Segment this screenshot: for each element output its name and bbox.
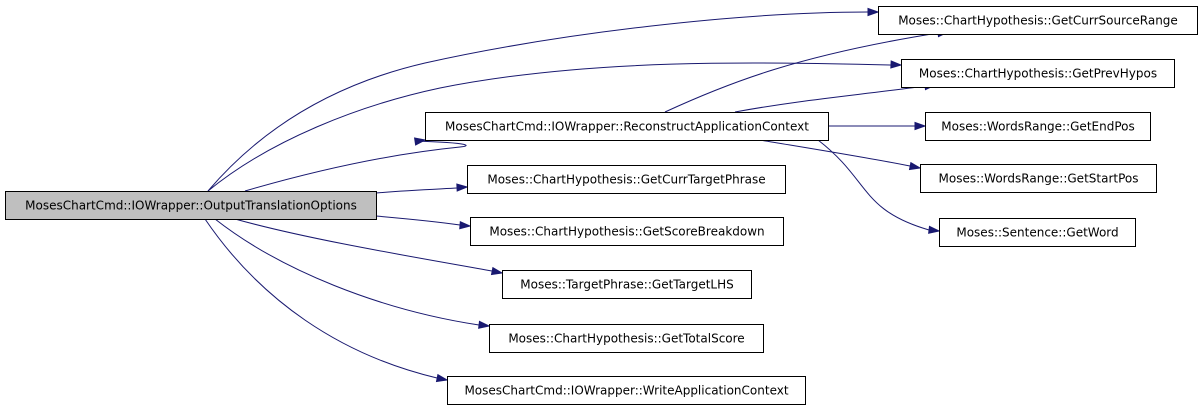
edge-line: [375, 215, 461, 226]
arrowhead-icon: [490, 266, 504, 276]
node-box[interactable]: [878, 6, 1198, 35]
edge-reconstruct-to-getWord: [817, 139, 941, 234]
edge-line: [207, 11, 869, 192]
node-box[interactable]: [489, 324, 764, 353]
node-label: Moses::ChartHypothesis::GetPrevHypos: [919, 67, 1157, 81]
edge-line: [207, 62, 892, 192]
edge-root-to-prevHypos: [207, 60, 903, 192]
node-box[interactable]: [5, 191, 377, 220]
edge-root-to-currSourceRange: [207, 7, 880, 192]
edge-root-to-targetLHS: [234, 218, 504, 276]
node-label: MosesChartCmd::IOWrapper::OutputTranslat…: [25, 199, 357, 213]
node-box[interactable]: [925, 112, 1151, 141]
node-getWord[interactable]: Moses::Sentence::GetWord: [939, 218, 1136, 247]
arrowhead-icon: [459, 220, 472, 230]
node-totalScore[interactable]: Moses::ChartHypothesis::GetTotalScore: [489, 324, 764, 353]
edge-line: [214, 218, 480, 326]
arrowhead-icon: [413, 137, 427, 146]
arrowhead-icon: [478, 320, 491, 329]
edge-root-to-totalScore: [214, 218, 491, 329]
edge-line: [244, 140, 467, 192]
node-box[interactable]: [467, 165, 786, 194]
arrowhead-icon: [908, 161, 922, 171]
node-label: MosesChartCmd::IOWrapper::WriteApplicati…: [464, 384, 788, 398]
node-box[interactable]: [502, 270, 752, 299]
node-endPos[interactable]: Moses::WordsRange::GetEndPos: [925, 112, 1151, 141]
edge-root-to-reconstruct: [244, 137, 467, 192]
node-startPos[interactable]: Moses::WordsRange::GetStartPos: [920, 164, 1157, 193]
node-label: Moses::ChartHypothesis::GetCurrTargetPhr…: [487, 173, 765, 187]
node-root[interactable]: MosesChartCmd::IOWrapper::OutputTranslat…: [5, 191, 377, 220]
edge-line: [204, 218, 438, 379]
node-label: Moses::ChartHypothesis::GetTotalScore: [508, 332, 744, 346]
node-box[interactable]: [901, 59, 1175, 88]
edge-line: [817, 139, 930, 231]
call-nodes: MosesChartCmd::IOWrapper::OutputTranslat…: [5, 6, 1198, 405]
edge-root-to-currTargetPhrase: [375, 183, 469, 194]
arrowhead-icon: [867, 7, 880, 17]
arrowhead-icon: [914, 121, 927, 131]
node-targetLHS[interactable]: Moses::TargetPhrase::GetTargetLHS: [502, 270, 752, 299]
node-prevHypos[interactable]: Moses::ChartHypothesis::GetPrevHypos: [901, 59, 1175, 88]
node-label: MosesChartCmd::IOWrapper::ReconstructApp…: [445, 120, 809, 134]
node-label: Moses::WordsRange::GetEndPos: [941, 120, 1134, 134]
edge-line: [734, 85, 926, 113]
edge-line: [664, 32, 939, 113]
edge-line: [375, 187, 458, 194]
edge-root-to-writeAppContext: [204, 218, 449, 383]
node-label: Moses::Sentence::GetWord: [956, 226, 1118, 240]
node-box[interactable]: [470, 217, 784, 246]
arrowhead-icon: [435, 373, 449, 383]
edge-reconstruct-to-endPos: [828, 121, 927, 131]
node-scoreBreakdown[interactable]: Moses::ChartHypothesis::GetScoreBreakdow…: [470, 217, 784, 246]
node-box[interactable]: [425, 112, 829, 141]
node-label: Moses::ChartHypothesis::GetScoreBreakdow…: [489, 225, 764, 239]
edge-line: [234, 218, 493, 272]
node-reconstruct[interactable]: MosesChartCmd::IOWrapper::ReconstructApp…: [425, 112, 829, 141]
node-box[interactable]: [939, 218, 1136, 247]
arrowhead-icon: [456, 183, 469, 192]
arrowhead-icon: [928, 225, 941, 234]
arrowhead-icon: [890, 60, 903, 69]
node-box[interactable]: [920, 164, 1157, 193]
node-currTargetPhrase[interactable]: Moses::ChartHypothesis::GetCurrTargetPhr…: [467, 165, 786, 194]
node-label: Moses::WordsRange::GetStartPos: [939, 172, 1139, 186]
edge-root-to-scoreBreakdown: [375, 215, 472, 230]
edge-reconstruct-to-startPos: [759, 139, 922, 171]
node-writeAppContext[interactable]: MosesChartCmd::IOWrapper::WriteApplicati…: [447, 376, 806, 405]
edge-line: [759, 139, 911, 167]
node-label: Moses::ChartHypothesis::GetCurrSourceRan…: [898, 14, 1178, 28]
node-label: Moses::TargetPhrase::GetTargetLHS: [520, 278, 733, 292]
node-box[interactable]: [447, 376, 806, 405]
call-edges: [204, 7, 950, 383]
node-currSourceRange[interactable]: Moses::ChartHypothesis::GetCurrSourceRan…: [878, 6, 1198, 35]
